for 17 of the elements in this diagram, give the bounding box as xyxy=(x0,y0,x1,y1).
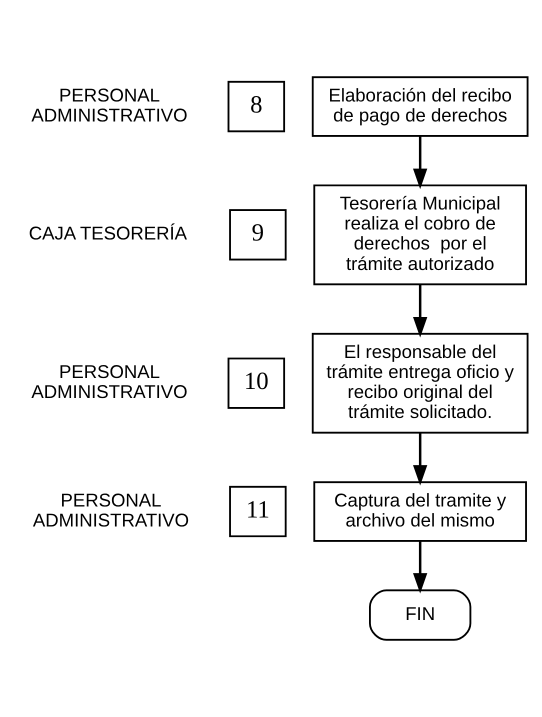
label: PERSONAL ADMINISTRATIVO xyxy=(31,84,188,126)
node-box: El responsable del trámite entrega oficio y recibo original del trámite solicitado. xyxy=(312,332,529,434)
arrow xyxy=(413,432,428,486)
node-box: 10 xyxy=(228,358,286,409)
arrow xyxy=(413,136,428,190)
arrow xyxy=(413,541,428,594)
node-box: FIN xyxy=(369,589,472,641)
node-box: 9 xyxy=(229,209,287,260)
arrow xyxy=(413,284,428,338)
node-box: 8 xyxy=(228,80,286,132)
node-box: Tesorería Municipal realiza el cobro de derechos por el trámite autorizado xyxy=(313,184,527,286)
label: CAJA TESORERÍA xyxy=(28,222,188,244)
label: PERSONAL ADMINISTRATIVO xyxy=(32,489,190,530)
node-box: Elaboración del recibo de pago de derechos xyxy=(312,76,529,137)
label: PERSONAL ADMINISTRATIVO xyxy=(31,360,188,402)
node-box: Captura del tramite y archivo del mismo xyxy=(313,481,527,542)
node-box: 11 xyxy=(229,486,287,538)
